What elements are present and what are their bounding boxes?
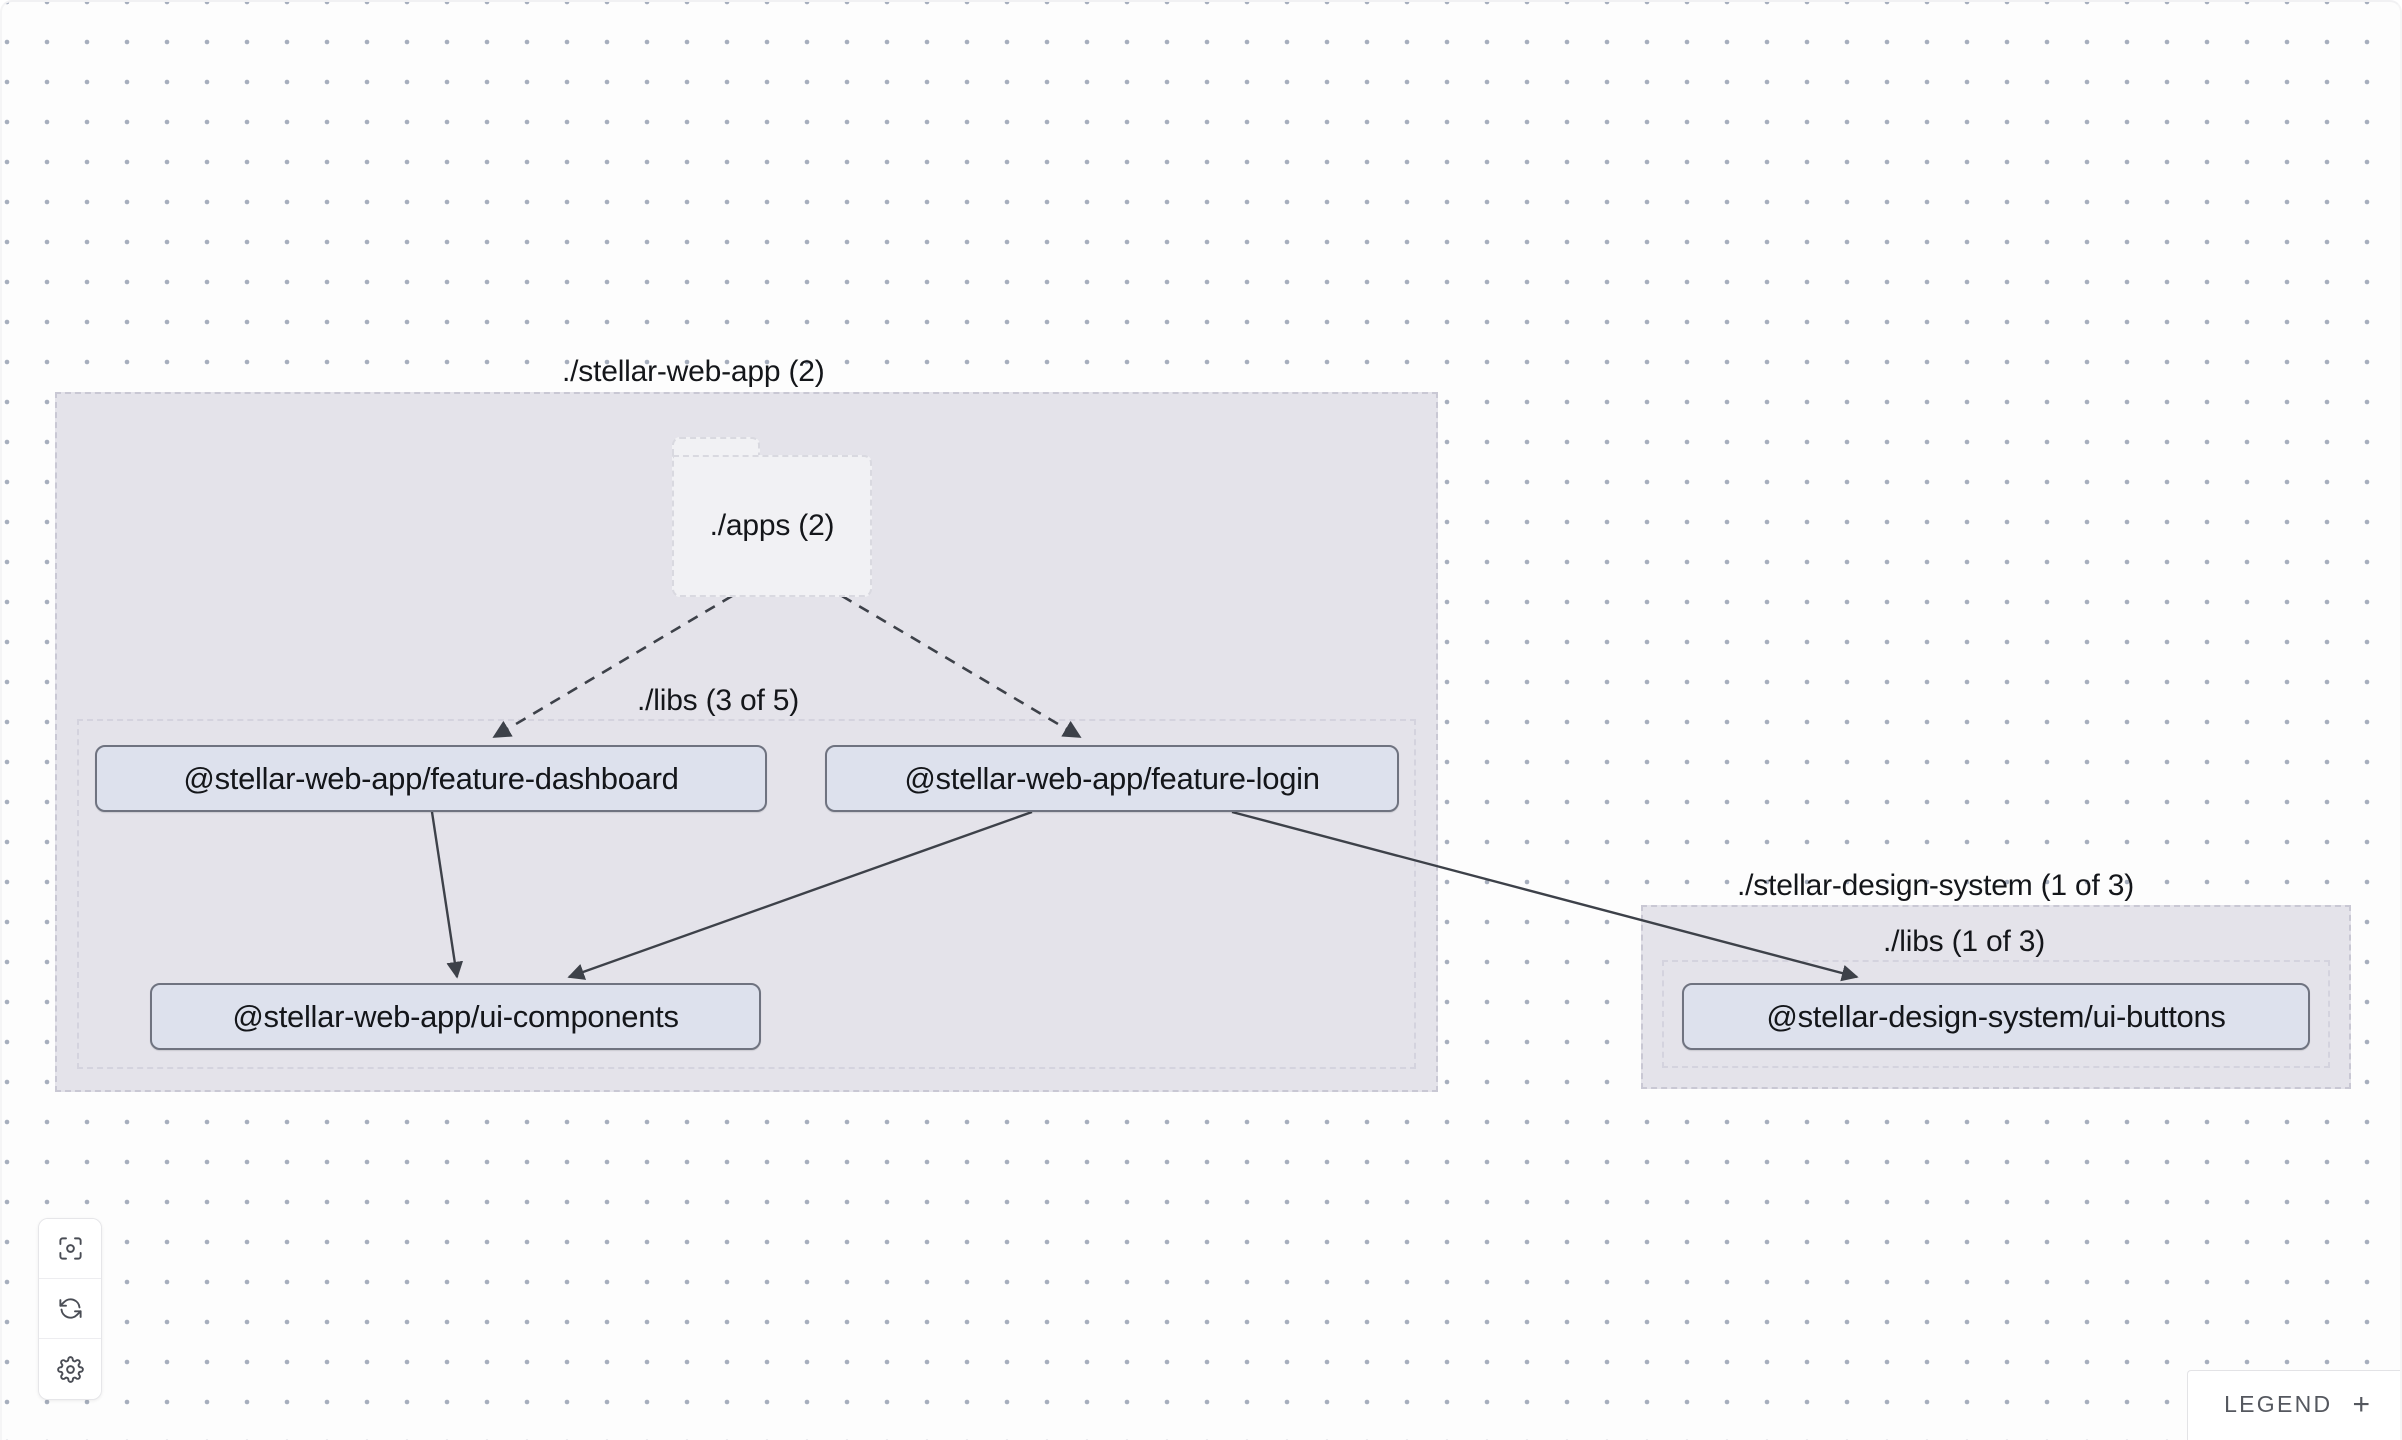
- group-label-stellar-design-system-libs: ./libs (1 of 3): [1883, 925, 2046, 958]
- gear-icon: [56, 1355, 84, 1383]
- graph-settings-button[interactable]: [39, 1339, 101, 1399]
- node-feature-login[interactable]: @stellar-web-app/feature-login: [825, 745, 1399, 812]
- folder-node-apps[interactable]: ./apps (2): [672, 437, 872, 597]
- group-label-stellar-web-app: ./stellar-web-app (2): [562, 355, 825, 388]
- group-label-stellar-design-system: ./stellar-design-system (1 of 3): [1737, 869, 2135, 902]
- group-stellar-design-system-libs[interactable]: [1662, 960, 2330, 1068]
- node-feature-dashboard[interactable]: @stellar-web-app/feature-dashboard: [95, 745, 767, 812]
- select-focus-icon: [57, 1235, 84, 1262]
- node-label-feature-login: @stellar-web-app/feature-login: [904, 760, 1320, 796]
- node-label-feature-dashboard: @stellar-web-app/feature-dashboard: [183, 760, 679, 796]
- node-ui-components[interactable]: @stellar-web-app/ui-components: [150, 983, 761, 1050]
- folder-label-apps: ./apps (2): [709, 509, 835, 542]
- legend-title: LEGEND: [2224, 1391, 2333, 1417]
- node-label-ui-components: @stellar-web-app/ui-components: [232, 998, 679, 1034]
- focus-graph-button[interactable]: [39, 1219, 101, 1279]
- legend-panel[interactable]: LEGEND +: [2187, 1370, 2400, 1440]
- refresh-icon: [57, 1295, 84, 1322]
- legend-expand-icon[interactable]: +: [2352, 1387, 2370, 1421]
- refresh-graph-button[interactable]: [39, 1279, 101, 1339]
- group-label-stellar-web-app-libs: ./libs (3 of 5): [637, 684, 800, 717]
- graph-controls-panel: [38, 1218, 102, 1400]
- node-ui-buttons[interactable]: @stellar-design-system/ui-buttons: [1682, 983, 2310, 1050]
- node-label-ui-buttons: @stellar-design-system/ui-buttons: [1766, 998, 2226, 1034]
- folder-body: ./apps (2): [672, 455, 872, 597]
